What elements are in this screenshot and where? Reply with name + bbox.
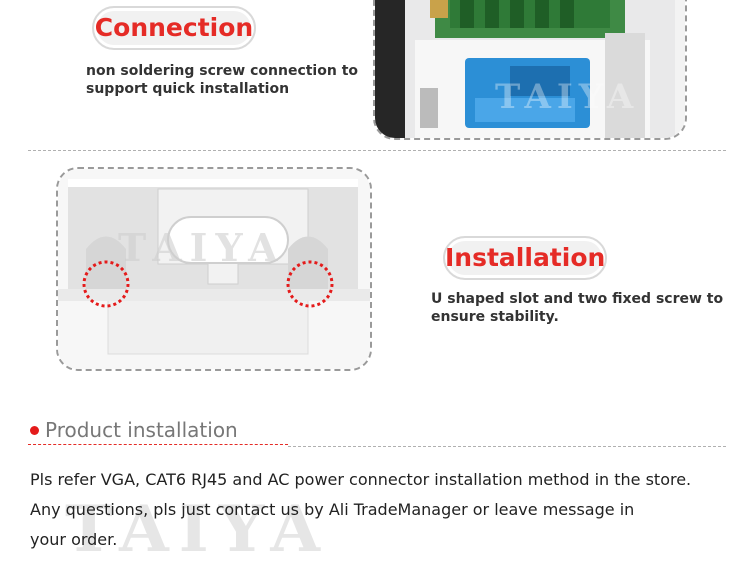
svg-text:TAIYA: TAIYA (495, 77, 639, 117)
installation-title-badge: Installation (443, 236, 607, 280)
connection-description-line2: support quick installation (86, 81, 290, 97)
product-installation-heading: Product installation (45, 418, 238, 442)
connection-title: Connection (94, 13, 254, 42)
connection-description-line1: non soldering screw connection to (86, 63, 359, 79)
connection-photo: TAIYA (373, 0, 687, 140)
mounting-plate-illustration: TAIYA (58, 169, 370, 369)
installation-description-line2: ensure stability. (431, 309, 559, 325)
product-installation-line1: Pls refer VGA, CAT6 RJ45 and AC power co… (30, 470, 692, 489)
connection-description: non soldering screw connection to suppor… (86, 62, 358, 98)
svg-text:TAIYA: TAIYA (118, 225, 286, 270)
installation-description-line1: U shaped slot and two fixed screw to (431, 291, 724, 307)
connection-title-badge: Connection (92, 6, 256, 50)
product-installation-line2: Any questions, pls just contact us by Al… (30, 500, 635, 519)
installation-title: Installation (445, 243, 606, 272)
connector-module-illustration: TAIYA (375, 0, 685, 138)
heading-underline (28, 444, 288, 445)
installation-photo: TAIYA (56, 167, 372, 371)
product-installation-line3: your order. (30, 530, 118, 549)
heading-bullet-icon (30, 426, 39, 435)
installation-description: U shaped slot and two fixed screw to ens… (431, 290, 723, 326)
section-divider-bottom (288, 446, 726, 447)
section-divider-top (28, 150, 726, 151)
